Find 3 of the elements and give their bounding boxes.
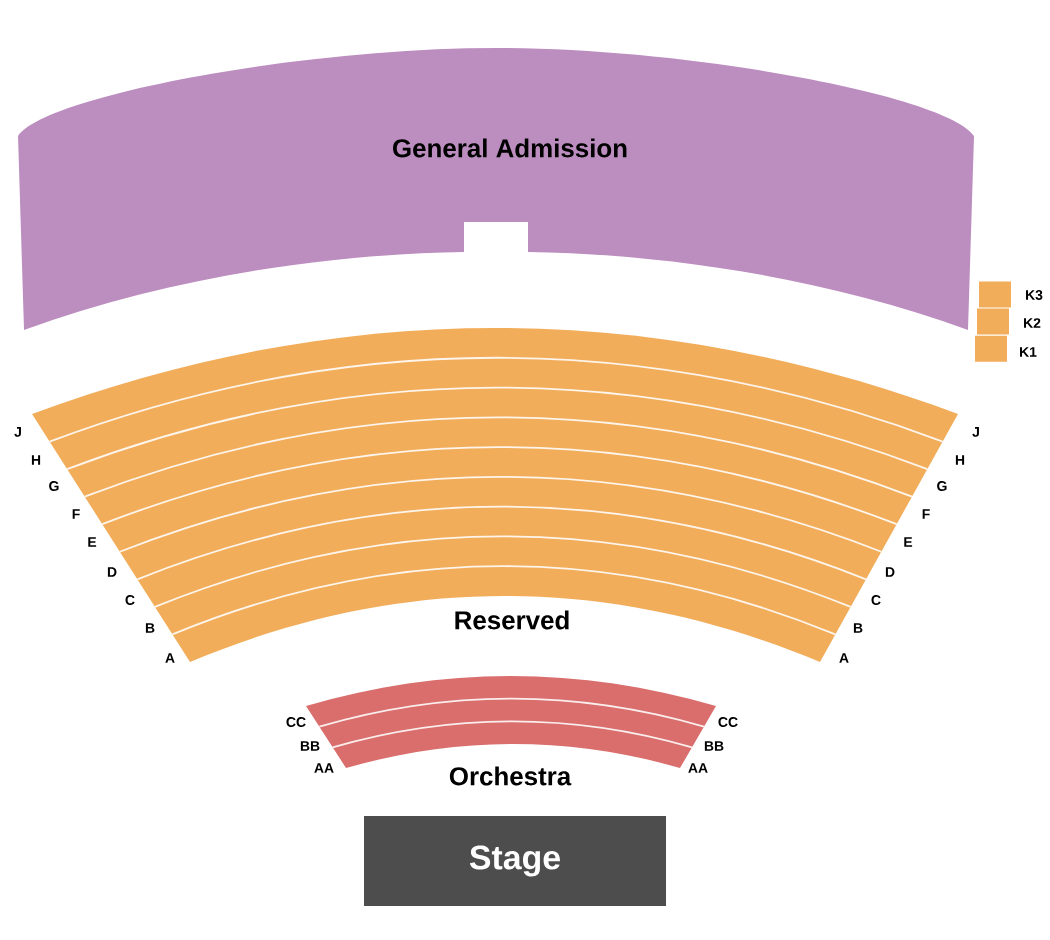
stage-block: Stage [364,816,666,906]
section-label: Orchestra [449,766,572,786]
seating-section: General Admission [18,48,974,330]
